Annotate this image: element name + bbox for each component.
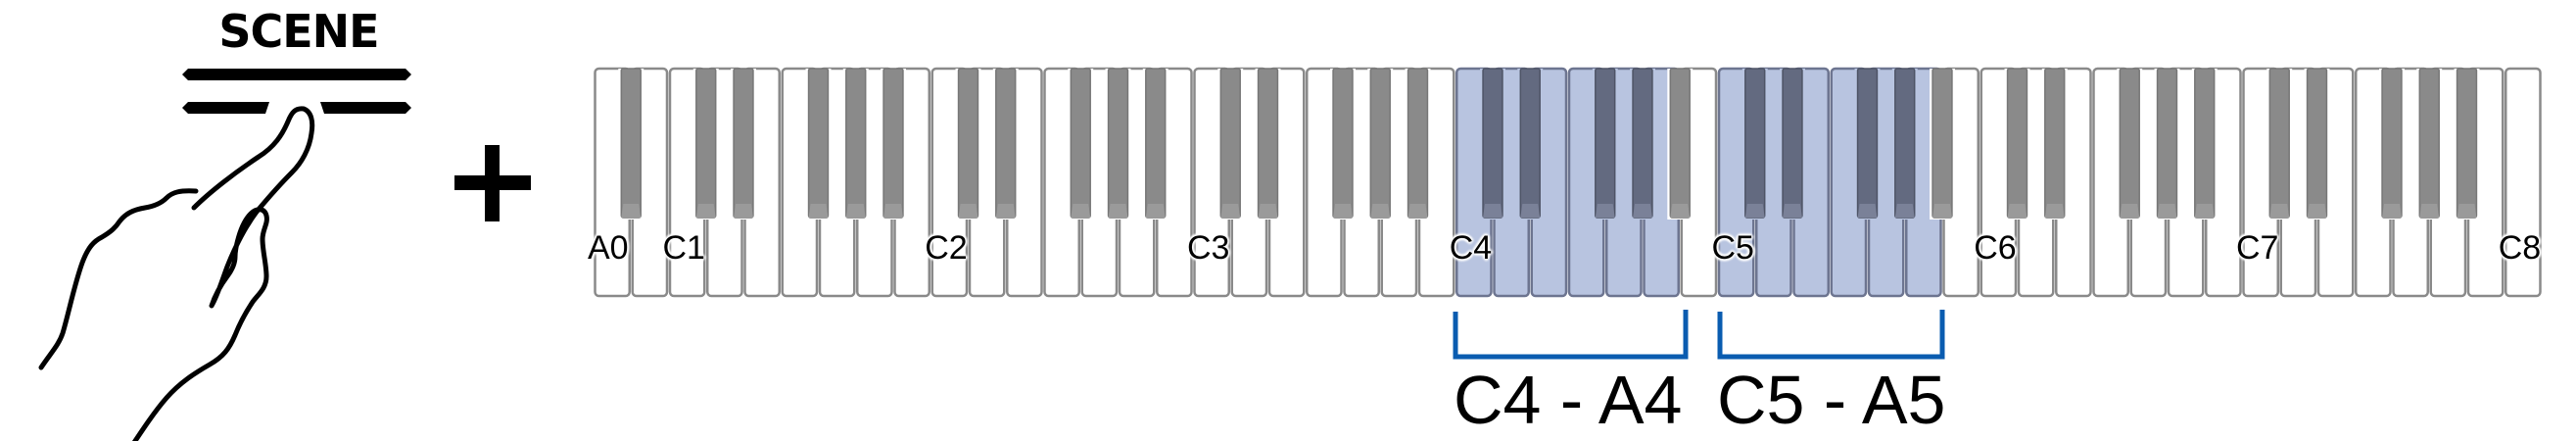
key-label-c8: C8 xyxy=(2498,229,2542,267)
black-key-asharp3[interactable] xyxy=(1405,68,1431,220)
black-key-gsharp4[interactable] xyxy=(1630,68,1655,220)
range-bracket-c5-a5 xyxy=(1717,310,1945,360)
black-key-csharp5[interactable] xyxy=(1741,68,1768,220)
black-key-csharp2[interactable] xyxy=(955,68,981,220)
black-key-csharp3[interactable] xyxy=(1217,68,1244,220)
plus-icon xyxy=(454,145,531,221)
key-label-c7: C7 xyxy=(2236,229,2279,267)
black-key-fsharp6[interactable] xyxy=(2117,68,2143,220)
scene-button[interactable] xyxy=(0,0,441,441)
black-key-fsharp1[interactable] xyxy=(805,68,832,220)
black-key-gsharp3[interactable] xyxy=(1367,68,1394,220)
black-key-csharp4[interactable] xyxy=(1480,68,1505,220)
black-key-dsharp2[interactable] xyxy=(992,68,1019,220)
black-key-asharp0[interactable] xyxy=(618,68,644,220)
black-key-asharp6[interactable] xyxy=(2191,68,2218,220)
black-key-gsharp1[interactable] xyxy=(842,68,869,220)
black-key-dsharp3[interactable] xyxy=(1255,68,1281,220)
range-label-c5-a5: C5 - A5 xyxy=(1717,362,1946,438)
black-key-csharp6[interactable] xyxy=(2004,68,2030,220)
black-key-dsharp1[interactable] xyxy=(731,68,756,220)
black-key-dsharp5[interactable] xyxy=(1780,68,1805,220)
key-label-c4: C4 xyxy=(1449,229,1493,267)
black-key-asharp7[interactable] xyxy=(2454,68,2480,220)
black-key-gsharp6[interactable] xyxy=(2154,68,2180,220)
black-key-fsharp7[interactable] xyxy=(2379,68,2405,220)
black-key-dsharp4[interactable] xyxy=(1517,68,1544,220)
white-key-c8[interactable] xyxy=(2504,67,2542,298)
range-bracket-c4-a4 xyxy=(1453,310,1689,360)
black-key-asharp2[interactable] xyxy=(1142,68,1169,220)
range-label-c4-a4: C4 - A4 xyxy=(1454,362,1683,438)
key-label-c2: C2 xyxy=(925,229,968,267)
black-key-csharp7[interactable] xyxy=(2266,68,2293,220)
key-label-c1: C1 xyxy=(662,229,705,267)
black-key-dsharp7[interactable] xyxy=(2304,68,2330,220)
black-key-asharp5[interactable] xyxy=(1930,68,1955,220)
black-key-fsharp5[interactable] xyxy=(1854,68,1881,220)
hand-press-icon xyxy=(38,106,315,441)
key-label-c5: C5 xyxy=(1711,229,1754,267)
black-key-asharp1[interactable] xyxy=(881,68,906,220)
black-key-fsharp2[interactable] xyxy=(1068,68,1094,220)
key-label-c3: C3 xyxy=(1187,229,1230,267)
black-key-fsharp3[interactable] xyxy=(1330,68,1356,220)
key-label-c6: C6 xyxy=(1974,229,2017,267)
black-key-asharp4[interactable] xyxy=(1667,68,1693,220)
black-key-dsharp6[interactable] xyxy=(2041,68,2068,220)
black-key-csharp1[interactable] xyxy=(692,68,719,220)
black-key-gsharp7[interactable] xyxy=(2416,68,2443,220)
black-key-gsharp5[interactable] xyxy=(1891,68,1918,220)
scene-button-label: SCENE xyxy=(218,5,379,58)
key-label-a0: A0 xyxy=(588,229,629,267)
black-key-gsharp2[interactable] xyxy=(1105,68,1131,220)
black-key-fsharp4[interactable] xyxy=(1592,68,1618,220)
scene-button-bars[interactable] xyxy=(182,69,411,114)
